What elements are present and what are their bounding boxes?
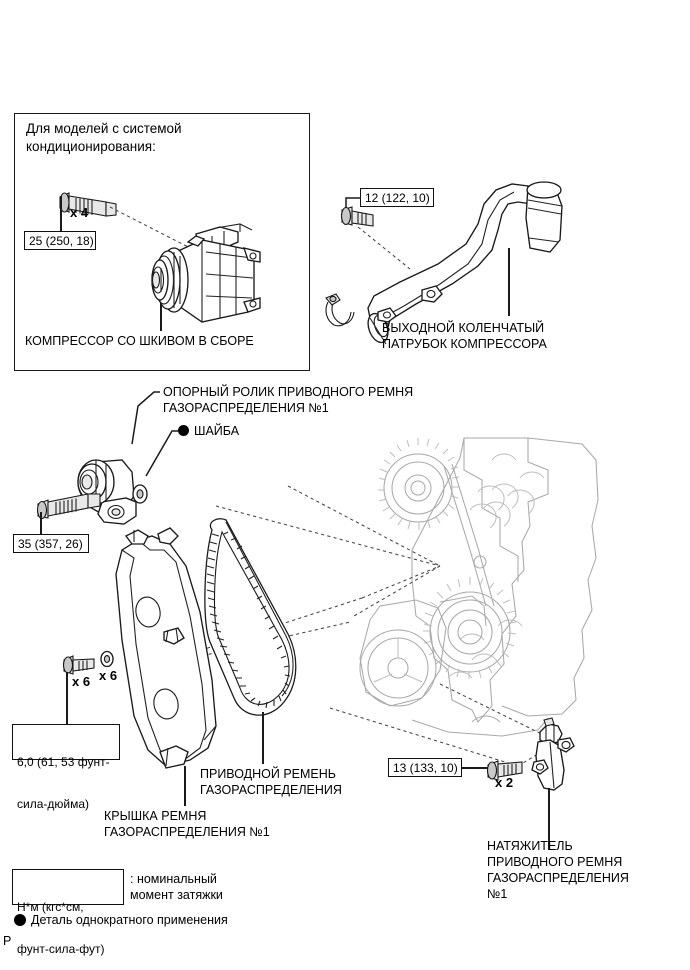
ac-compressor-panel (14, 113, 310, 371)
ac-bolt-leader (60, 196, 62, 232)
timing-cover-label-line2: ГАЗОРАСПРЕДЕЛЕНИЯ №1 (104, 825, 270, 839)
single-use-dot-legend (14, 914, 26, 926)
legend-torque-desc-line2: момент затяжки (130, 888, 223, 902)
timing-belt-label-line1: ПРИВОДНОЙ РЕМЕНЬ (200, 767, 337, 781)
ac-compressor-illustration (151, 223, 261, 323)
legend-torque-key-line1: Н*м (кгс*см, (17, 900, 84, 914)
page-footer-mark: P (3, 934, 12, 948)
outlet-pipe-torque-leader (345, 197, 361, 209)
washer-leader (145, 430, 178, 477)
legend-torque-key-line2: фунт-сила-фут) (17, 942, 105, 956)
idler-pulley-leader (131, 391, 160, 445)
outlet-pipe-leader (508, 248, 510, 316)
tensioner-illustration (531, 717, 575, 791)
outlet-pipe-leader-diag (470, 248, 514, 260)
timing-cover-bolt-icon (62, 655, 95, 675)
idler-pulley-illustration (77, 459, 137, 525)
ac-note-line1: Для моделей с системой (26, 121, 182, 136)
outlet-pipe-illustration (367, 181, 563, 345)
tensioner-label-line2: ПРИВОДНОГО РЕМНЯ (487, 855, 623, 869)
legend-single-use-desc: Деталь однократного применения (31, 913, 228, 927)
tensioner-label-line1: НАТЯЖИТЕЛЬ (487, 839, 573, 853)
timing-cover-torque-line2: сила-дюйма) (17, 797, 89, 811)
ac-compressor-bolt-icon (59, 192, 117, 217)
ac-compressor-label: КОМПРЕССОР СО ШКИВОМ В СБОРЕ (25, 334, 254, 348)
tensioner-label-line3: ГАЗОРАСПРЕДЕЛЕНИЯ (487, 871, 629, 885)
timing-cover-bolt-qty: x 6 (72, 674, 91, 689)
single-use-dot-washer (178, 425, 189, 436)
outlet-pipe-bolt-icon (340, 206, 374, 227)
outlet-pipe-label-line2: ПАТРУБОК КОМПРЕССОРА (382, 337, 547, 351)
washer-label: ШАЙБА (194, 424, 240, 438)
legend-torque-desc-line1: : номинальный (130, 872, 217, 886)
timing-cover-washer-icon (100, 650, 114, 668)
tensioner-leader (548, 788, 550, 850)
outlet-pipe-torque-box: 12 (122, 10) (360, 188, 434, 207)
timing-cover-illustration (115, 527, 217, 769)
timing-belt-label-line2: ГАЗОРАСПРЕДЕЛЕНИЯ (200, 783, 342, 797)
timing-cover-torque-line1: 6,0 (61, 53 фунт- (17, 755, 110, 769)
tensioner-bolt-qty: x 2 (495, 775, 514, 790)
ac-compressor-leader (160, 303, 162, 331)
tensioner-torque-leader (462, 767, 488, 769)
idler-bolt-leader (40, 512, 42, 534)
outlet-pipe-label-line1: ВЫХОДНОЙ КОЛЕНЧАТЫЙ (382, 321, 545, 335)
ac-bolt-qty: x 4 (70, 205, 89, 220)
idler-washer-icon (132, 484, 148, 504)
ac-bolt-torque-box: 25 (250, 18) (24, 231, 96, 250)
idler-label-line2: ГАЗОРАСПРЕДЕЛЕНИЯ №1 (163, 401, 329, 415)
timing-belt-leader (262, 712, 264, 764)
ac-note-line2: кондиционирования: (26, 139, 156, 154)
legend-torque-key-box: Н*м (кгс*см, фунт-сила-фут) (12, 869, 124, 956)
outlet-pipe-bolt-dashline (357, 226, 411, 270)
idler-label-line1: ОПОРНЫЙ РОЛИК ПРИВОДНОГО РЕМНЯ (163, 385, 414, 399)
timing-cover-washer-qty: x 6 (99, 668, 118, 683)
tensioner-bolt-icon (486, 760, 523, 781)
idler-bolt-torque-box: 35 (357, 26) (13, 534, 89, 553)
timing-cover-leader (184, 766, 186, 806)
pipe-clamp-bracket-icon (325, 293, 355, 327)
idler-bolt-icon (36, 493, 101, 520)
engine-block-ghost-illustration (359, 437, 599, 737)
tensioner-torque-box: 13 (133, 10) (388, 758, 462, 777)
timing-cover-label-line1: КРЫШКА РЕМНЯ (104, 809, 207, 823)
timing-belt-illustration (204, 518, 297, 716)
tensioner-label-line4: №1 (487, 887, 508, 901)
timing-cover-torque-box: 6,0 (61, 53 фунт- сила-дюйма) (12, 724, 120, 811)
timing-cover-bolt-leader (66, 672, 68, 728)
